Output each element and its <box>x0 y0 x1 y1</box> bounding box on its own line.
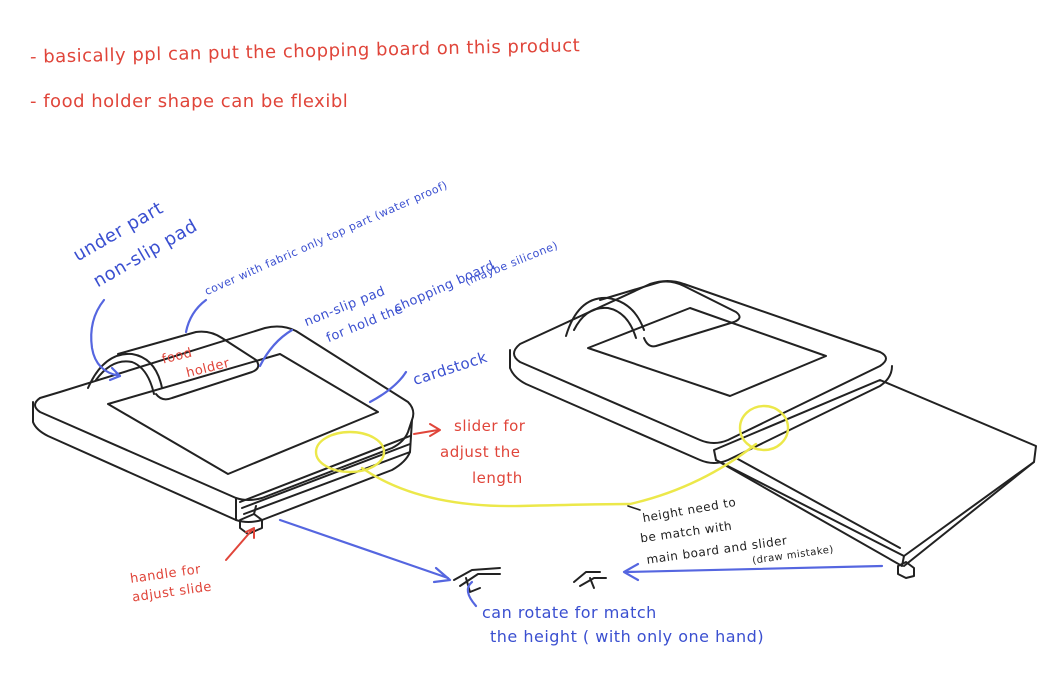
label-slider-1: slider for <box>454 418 525 435</box>
handle-detail-small <box>574 572 606 588</box>
cover-arrow <box>186 300 206 332</box>
slider-highlight-group <box>316 406 788 506</box>
right-board-outline <box>510 281 892 463</box>
rotate-label-arrow <box>468 582 476 606</box>
pad-arrow <box>260 330 292 366</box>
label-slider-2: adjust the <box>440 444 520 461</box>
note-line-2: - food holder shape can be flexibl <box>30 92 348 112</box>
height-arrow <box>628 506 640 510</box>
under-part-arrow <box>91 300 120 376</box>
left-inner-tray <box>108 354 378 474</box>
right-handle-arrow <box>626 566 882 572</box>
label-rotate-1: can rotate for match <box>482 604 657 622</box>
right-food-holder <box>566 282 740 347</box>
label-slider-3: length <box>472 470 523 487</box>
handle-detail-rotated <box>454 568 500 592</box>
rotate-arrow <box>280 520 448 578</box>
height-connector-line <box>362 444 756 506</box>
label-rotate-2: the height ( with only one hand) <box>490 628 764 646</box>
handle-arrow <box>226 530 252 560</box>
